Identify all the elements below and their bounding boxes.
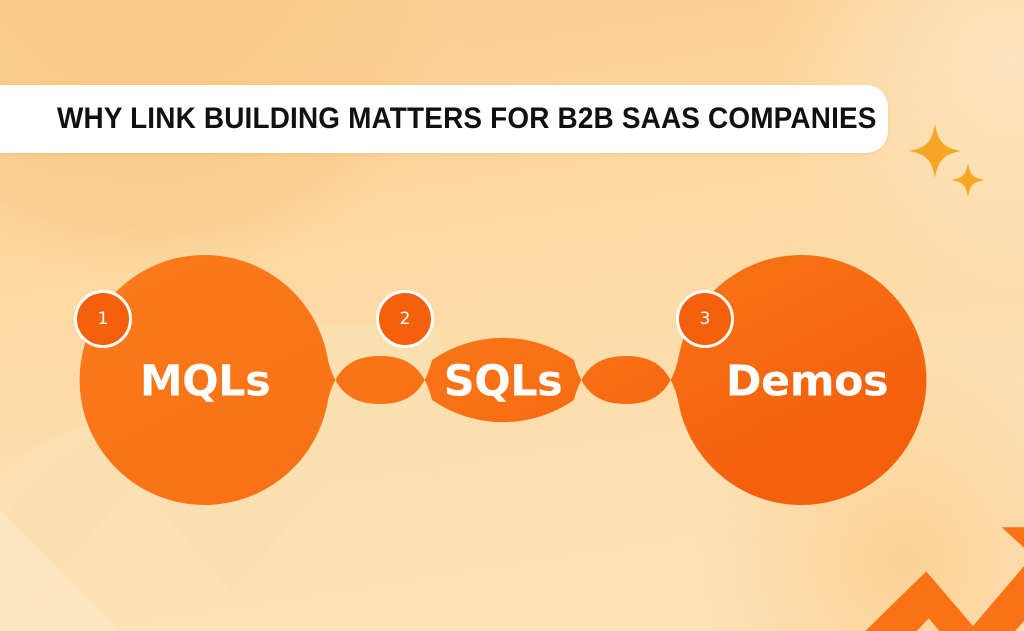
funnel-stage-badge-2: 2 [376,290,434,348]
growth-arrow-icon [865,527,1024,631]
soft-circle-top-right [770,0,1024,300]
funnel-stage-badge-3: 3 [676,290,734,348]
funnel-stage-number-1: 1 [97,308,109,329]
funnel-stage-number-2: 2 [399,308,411,329]
background-wedge [0,510,120,631]
sparkle-icon-small [951,163,985,197]
funnel-stage-label-1: MQLs [139,356,271,407]
page-title: WHY LINK BUILDING MATTERS FOR B2B SAAS C… [57,102,877,135]
funnel-stage-number-3: 3 [699,308,711,329]
funnel-stage-label-2: SQLs [443,356,563,407]
sparkle-icon-large [909,124,961,178]
funnel-stage-badge-1: 1 [74,290,132,348]
funnel-stage-label-3: Demos [725,356,889,407]
background-growth-arrow-icon [0,326,441,631]
title-bar: WHY LINK BUILDING MATTERS FOR B2B SAAS C… [0,85,888,153]
